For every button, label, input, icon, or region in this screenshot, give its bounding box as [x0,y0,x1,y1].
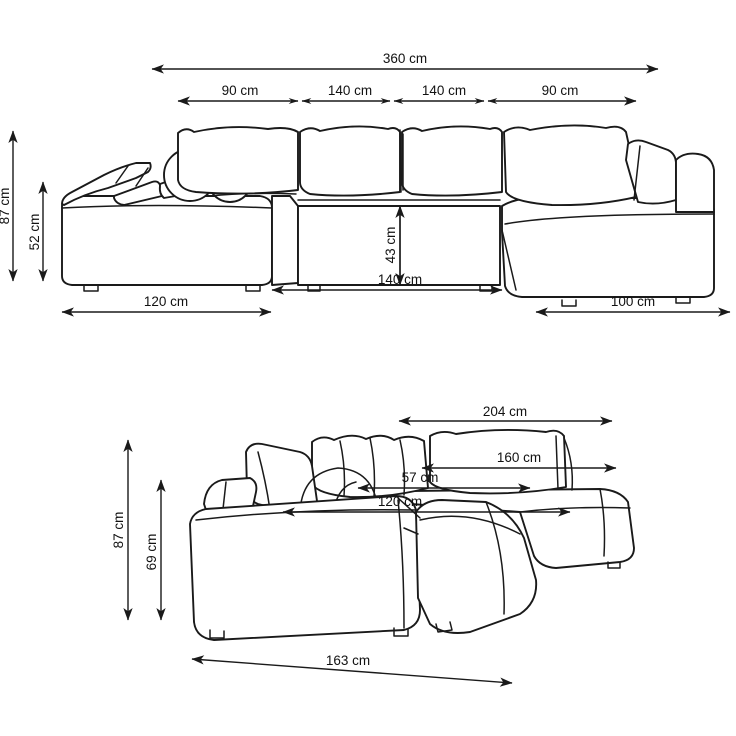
dim-label-140-seat: 140 cm [378,272,422,287]
right-module-fold [599,488,606,557]
foot-right-front [561,299,577,307]
top-view-dimensions: 360 cm 90 cm 140 cm 140 cm 90 cm 87 cm 5… [0,51,731,317]
dim-label-120: 120 cm [144,294,188,309]
backrest-cushion-4 [503,124,641,207]
left-chaise-rear-riser [271,195,299,286]
right-chaise-seat-line [504,213,715,225]
foot-front-right [393,627,409,637]
backrest-cushion-1 [177,126,299,195]
backrest-cushion-3 [401,125,503,197]
left-chaise-base [61,195,273,286]
dim-label-163: 163 cm [326,653,370,668]
front-seat-block [189,495,421,641]
corner-seat-top-edge [419,515,521,535]
right-cushion-seam [633,145,641,201]
dim-label-90-left: 90 cm [222,83,259,98]
right-chaise-corner-fold [501,229,517,291]
foot-right-rear [675,296,691,304]
left-arm-slope [61,162,152,206]
back-cushion-cluster [311,434,429,499]
dim-label-140-midright: 140 cm [422,83,466,98]
left-chaise-top-seam [209,192,297,197]
dim-label-120-bottom: 120 cm [378,494,422,509]
left-arm-seam [115,165,149,187]
backrest-seam-center [399,129,404,193]
top-view-sofa [61,124,715,307]
dim-label-204: 204 cm [483,404,527,419]
dim-label-57: 57 cm [402,470,439,485]
dim-label-100: 100 cm [611,294,655,309]
right-arm-block [675,152,715,213]
dim-line-163 [191,655,513,687]
dim-label-87: 87 cm [0,188,12,225]
foot-front-left [209,629,225,639]
dim-label-140-midleft: 140 cm [328,83,372,98]
back-cushion-right-seam [555,435,574,491]
dim-label-360: 360 cm [383,51,427,66]
corner-seat-module [415,499,538,634]
foot-right-module [607,561,621,569]
dim-label-87-bottom: 87 cm [111,512,126,549]
left-chaise-seat-line [61,204,273,209]
foot-corner [435,621,453,633]
dim-label-43: 43 cm [383,227,398,264]
foot-left-rear [245,284,261,292]
dim-label-90-right: 90 cm [542,83,579,98]
bottom-view-dimensions: 204 cm 160 cm 57 cm 120 cm 87 cm 69 cm 1… [111,404,617,687]
foot-left-front [83,284,99,292]
dim-label-52: 52 cm [27,214,42,251]
dim-label-69: 69 cm [144,534,159,571]
backrest-cushion-2 [299,125,401,197]
dim-label-160: 160 cm [497,450,541,465]
